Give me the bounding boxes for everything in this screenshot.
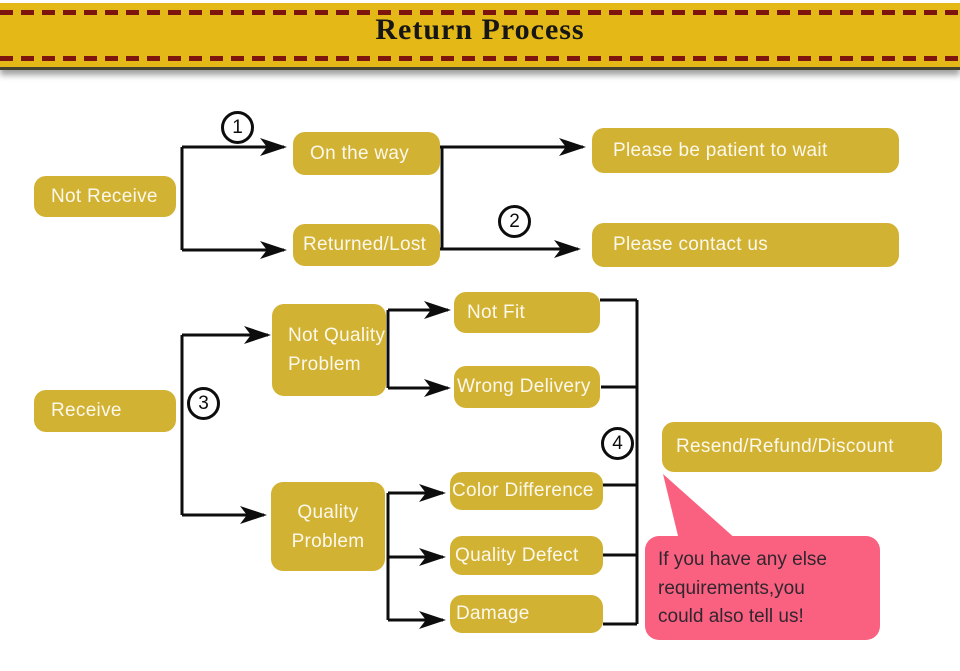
node-wrong-delivery: Wrong Delivery <box>454 366 600 408</box>
node-returned-lost: Returned/Lost <box>293 224 440 266</box>
step-badge-4: 4 <box>601 427 634 460</box>
banner-dashed-line-bottom <box>0 56 960 61</box>
note-line: requirements,you <box>658 577 805 599</box>
node-not-fit: Not Fit <box>454 292 600 333</box>
node-please-contact-us: Please contact us <box>592 223 899 267</box>
node-quality-problem: Quality Problem <box>271 482 385 571</box>
node-quality-defect: Quality Defect <box>450 536 603 575</box>
node-please-be-patient: Please be patient to wait <box>592 128 899 173</box>
step-badge-2: 2 <box>498 205 531 238</box>
step-badge-3: 3 <box>187 387 220 420</box>
note-line: If you have any else <box>658 549 827 570</box>
note-line: could also tell us! <box>658 606 804 627</box>
node-on-the-way: On the way <box>293 132 440 175</box>
node-resend-refund-discount: Resend/Refund/Discount <box>662 422 942 472</box>
node-not-receive: Not Receive <box>34 176 176 217</box>
node-damage: Damage <box>450 595 603 633</box>
title-banner: Return Process <box>0 3 960 70</box>
banner-dashed-line-top <box>0 10 960 15</box>
node-color-difference: Color Difference <box>450 472 603 510</box>
bubble-tail <box>663 474 737 540</box>
page-title: Return Process <box>375 13 585 46</box>
step-badge-1: 1 <box>221 111 254 144</box>
node-receive: Receive <box>34 390 176 432</box>
note-bubble: If you have any else requirements,you co… <box>645 536 880 640</box>
node-not-quality-problem: Not Quality Problem <box>272 304 386 396</box>
